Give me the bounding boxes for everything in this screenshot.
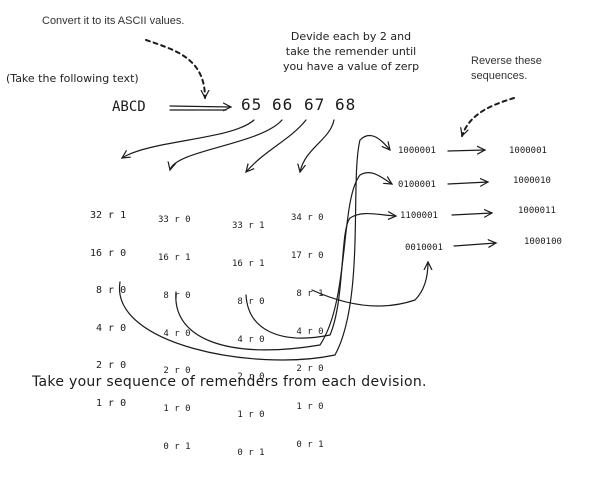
division-row: 33 r 1 <box>232 221 265 232</box>
division-row: 17 r 0 <box>291 250 324 261</box>
division-row: 2 r 0 <box>90 360 127 371</box>
dashed-arrow-reverse <box>462 97 515 136</box>
arrow-seq2-reverse <box>447 182 488 184</box>
dashed-arrow-ascii <box>145 39 205 98</box>
remainder-sequence-1: 1000001 <box>398 146 436 156</box>
reversed-sequence-2: 1000010 <box>513 176 551 186</box>
connector-layer <box>119 39 515 361</box>
division-row: 4 r 0 <box>158 328 191 339</box>
note-devide-line2: take the remender until <box>285 44 417 58</box>
ascii-value-67: 67 <box>304 95 326 114</box>
note-reverse: Reverse these sequences. <box>471 54 542 84</box>
remainder-sequence-3: 1100001 <box>400 211 438 221</box>
division-column-66: 33 r 0 16 r 1 8 r 0 4 r 0 2 r 0 1 r 0 0 … <box>158 189 191 479</box>
arrow-66-to-col2 <box>170 119 283 170</box>
note-ascii: Convert it to its ASCII values. <box>42 15 185 27</box>
division-row: 1 r 0 <box>90 397 127 409</box>
source-word: ABCD <box>112 99 146 115</box>
loop-col1-to-seq1 <box>119 135 390 361</box>
note-take: (Take the following text) <box>6 72 139 85</box>
loop-col3-to-seq3 <box>245 214 396 339</box>
division-row: 4 r 0 <box>291 326 324 337</box>
division-column-67: 33 r 1 16 r 1 8 r 0 4 r 0 2 r 0 1 r 0 0 … <box>232 195 265 485</box>
division-row: 8 r 0 <box>90 285 127 296</box>
division-column-65: 32 r 1 16 r 0 8 r 0 4 r 0 2 r 0 1 r 0 <box>90 185 126 435</box>
division-row: 2 r 0 <box>158 366 191 377</box>
division-row: 32 r 1 <box>90 210 127 221</box>
division-row: 16 r 0 <box>90 247 127 259</box>
loop-col4-to-seq4 <box>311 262 428 307</box>
ascii-value-68: 68 <box>335 95 357 114</box>
division-row: 1 r 0 <box>158 404 191 415</box>
reversed-sequence-4: 1000100 <box>524 237 562 247</box>
division-row: 8 r 1 <box>291 288 324 299</box>
arrow-68-to-col4 <box>300 119 335 172</box>
arrow-65-to-col1 <box>122 119 255 158</box>
division-column-68: 34 r 0 17 r 0 8 r 1 4 r 0 2 r 0 1 r 0 0 … <box>291 187 324 477</box>
ascii-value-65: 65 <box>241 95 263 114</box>
arrow-abcd-to-ascii <box>169 106 231 107</box>
ascii-value-66: 66 <box>272 95 294 114</box>
division-row: 34 r 0 <box>291 213 324 224</box>
division-row: 33 r 0 <box>158 215 191 226</box>
bottom-caption: Take your sequence of remenders from eac… <box>32 374 427 390</box>
note-reverse-line2: sequences. <box>471 69 528 82</box>
division-row: 16 r 1 <box>232 258 265 269</box>
reversed-sequence-3: 1000011 <box>518 206 556 216</box>
arrow-seq1-reverse <box>447 150 485 151</box>
arrow-seq3-reverse <box>451 213 492 215</box>
division-row: 16 r 1 <box>158 252 191 263</box>
division-row: 2 r 0 <box>232 372 265 383</box>
arrow-seq4-reverse <box>453 243 496 246</box>
division-row: 0 r 1 <box>232 447 265 458</box>
remainder-sequence-4: 0010001 <box>405 243 443 253</box>
division-row: 8 r 0 <box>158 290 191 301</box>
remainder-sequence-2: 0100001 <box>398 180 436 190</box>
note-reverse-line1: Reverse these <box>471 55 542 67</box>
division-row: 2 r 0 <box>291 364 324 375</box>
note-devide: Devide each by 2 and take the remender u… <box>276 30 426 75</box>
note-devide-line1: Devide each by 2 and <box>290 30 412 43</box>
loop-col2-to-seq2 <box>175 172 392 351</box>
reversed-sequence-1: 1000001 <box>509 146 547 156</box>
arrow-67-to-col3 <box>246 119 307 172</box>
division-row: 1 r 0 <box>291 402 324 413</box>
division-row: 0 r 1 <box>291 439 324 450</box>
division-row: 0 r 1 <box>158 441 191 452</box>
division-row: 4 r 0 <box>90 322 127 334</box>
division-row: 8 r 0 <box>232 296 265 307</box>
note-devide-line3: you have a value of zerp <box>282 59 420 73</box>
diagram-canvas: Convert it to its ASCII values. Devide e… <box>6 15 562 458</box>
division-row: 4 r 0 <box>232 334 265 345</box>
